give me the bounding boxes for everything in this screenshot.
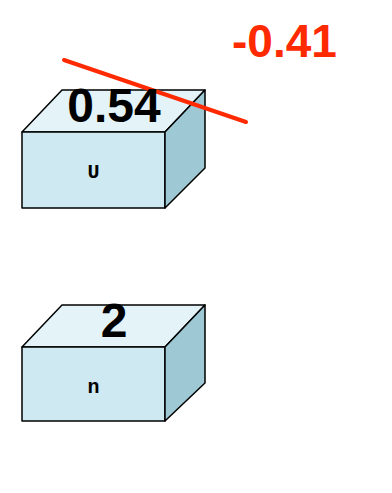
- variable-box: 0.54U: [22, 60, 206, 210]
- value-text-slot: 0.54: [22, 76, 206, 134]
- value-text-slot: 2: [22, 291, 206, 349]
- value-text: 0.54: [67, 78, 160, 133]
- value-text: 2: [101, 293, 128, 348]
- variable-name: n: [87, 376, 99, 399]
- new-value: -0.41: [232, 14, 337, 68]
- variable-name-slot: U: [22, 142, 165, 202]
- variable-name: U: [87, 161, 99, 184]
- variable-name-slot: n: [22, 357, 165, 417]
- variable-box: 2n: [22, 275, 206, 423]
